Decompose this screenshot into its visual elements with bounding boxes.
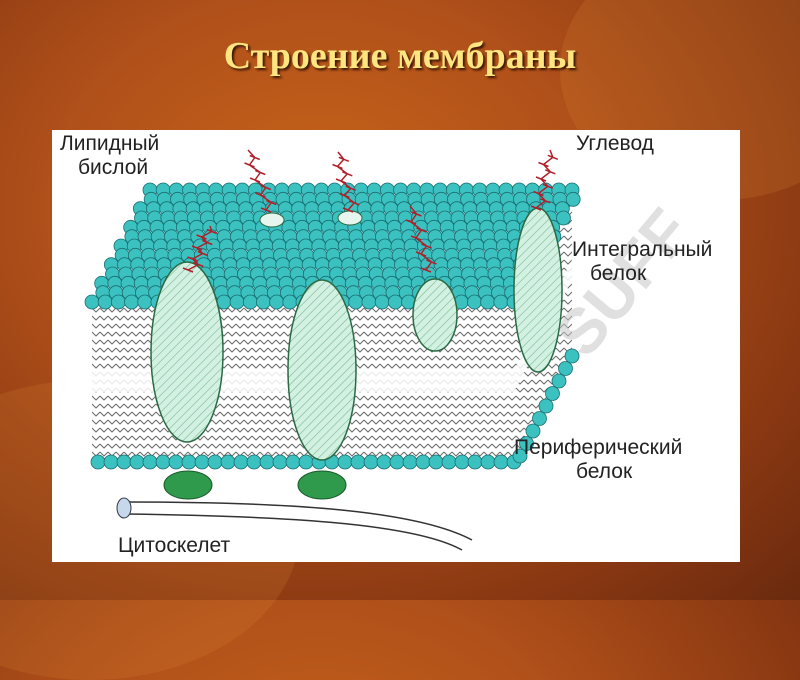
lipid-head (269, 294, 285, 310)
lipid-head (337, 454, 353, 470)
lipid-head (259, 454, 275, 470)
surface-protein (259, 212, 285, 228)
lipid-head (256, 294, 271, 310)
lipid-head (207, 454, 223, 470)
lipid-head (350, 454, 366, 470)
lipid-head (181, 454, 197, 470)
lipid-head (116, 454, 132, 470)
lipid-head (110, 294, 126, 310)
lipid-head (480, 294, 496, 310)
lipid-head (467, 454, 483, 470)
lipid-head (129, 454, 145, 470)
label-cytoskeleton: Цитоскелет (118, 534, 231, 557)
lipid-head (558, 361, 573, 376)
lipid-head (220, 454, 236, 470)
lipid-head (374, 294, 390, 310)
slide-title: Строение мембраны (223, 35, 577, 77)
lipid-head (467, 294, 482, 310)
lipid-head (428, 454, 444, 470)
lipid-head (565, 191, 581, 207)
lipid-head (551, 373, 567, 389)
lipid-head (376, 454, 392, 470)
lipid-head (155, 454, 171, 470)
lipid-head (272, 454, 288, 470)
lipid-head (441, 454, 457, 470)
lipid-head (285, 454, 301, 470)
lipid-head (493, 294, 509, 310)
label-lipid-bilayer: Липидный бислой (60, 132, 160, 179)
integral-protein-left (150, 261, 224, 443)
integral-protein-middle (287, 279, 357, 461)
carbohydrate-chain (244, 149, 277, 213)
lipid-head (538, 398, 554, 414)
lipid-head (348, 294, 364, 310)
lipid-head (415, 454, 431, 470)
lipid-head (233, 454, 249, 470)
lipid-head (454, 454, 470, 470)
lipid-head (480, 454, 496, 470)
cytoskeleton-filament (123, 501, 473, 541)
lipid-head (84, 294, 100, 310)
lipid-head (493, 454, 509, 470)
surface-protein (337, 210, 363, 226)
label-integral-protein: Интегральный белок (572, 238, 713, 285)
lipid-head (97, 294, 113, 310)
lipid-head (168, 454, 184, 470)
cytoskeleton-filament (123, 513, 463, 551)
lipid-head (282, 294, 298, 310)
lipid-head (532, 411, 547, 426)
lipid-head (556, 210, 571, 226)
lipid-head (124, 294, 139, 310)
lipid-head (246, 454, 262, 470)
membrane-diagram: SUFF (84, 149, 704, 551)
carbohydrate-chain (530, 149, 559, 211)
carbohydrate-chain (405, 205, 437, 273)
lipid-head (103, 454, 119, 470)
lipid-head (519, 436, 534, 451)
lipid-head (402, 454, 418, 470)
carbohydrate-chains (182, 149, 559, 273)
lipid-head (194, 454, 210, 470)
lipid-head (361, 294, 377, 310)
lipid-head (545, 386, 560, 401)
lipid-head (242, 294, 258, 310)
cytoskeleton-end (116, 497, 132, 519)
membrane-diagram-panel: SUFF Липидный бислой Углевод Интегральны… (52, 130, 740, 562)
label-peripheral-protein: Периферический белок (514, 436, 683, 483)
lipid-head (142, 454, 158, 470)
lipid-head (90, 454, 106, 470)
lipid-head (363, 454, 379, 470)
lipid-head (387, 294, 403, 310)
carbohydrate-chain (332, 151, 360, 213)
peripheral-protein-middle (297, 470, 347, 500)
carbohydrate-chain (182, 225, 218, 273)
lipid-head (389, 454, 405, 470)
lipid-head (137, 294, 153, 310)
integral-protein-small (412, 278, 458, 352)
lipid-head (564, 348, 580, 364)
peripheral-protein-left (163, 470, 213, 500)
lipid-heads-bottom-layer (90, 454, 522, 470)
lipid-head (298, 454, 314, 470)
lipid-heads-side-layer (512, 348, 580, 464)
lipid-head (512, 448, 528, 464)
lipid-head (525, 423, 541, 439)
label-carbohydrate: Углевод (576, 132, 654, 155)
lipid-head (229, 294, 245, 310)
integral-protein-right (513, 207, 563, 373)
